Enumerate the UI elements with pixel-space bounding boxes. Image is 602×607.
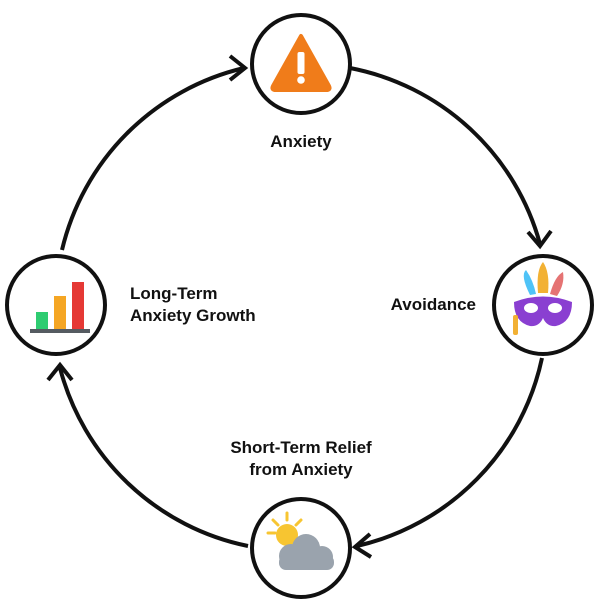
- label-growth-line-2: Anxiety Growth: [130, 306, 256, 325]
- sun-behind-cloud-icon: [266, 511, 334, 570]
- arrow-anxiety-to-avoidance: [349, 66, 542, 245]
- warning-triangle-icon: [270, 34, 332, 92]
- arrowhead-avoidance: [526, 229, 553, 250]
- label-avoidance: Avoidance: [352, 294, 476, 316]
- label-growth: Long-Term Anxiety Growth: [130, 283, 330, 327]
- arrow-growth-to-anxiety: [60, 66, 245, 251]
- arrowhead-growth: [46, 361, 74, 382]
- arrow-avoidance-to-relief: [356, 357, 544, 548]
- arrowhead-anxiety: [228, 54, 249, 82]
- label-growth-line-1: Long-Term: [130, 284, 218, 303]
- label-anxiety-line-1: Anxiety: [270, 132, 332, 151]
- bar-chart-icon: [30, 282, 90, 333]
- label-relief: Short-Term Relief from Anxiety: [191, 437, 411, 481]
- label-relief-line-1: Short-Term Relief: [230, 438, 372, 457]
- arrow-relief-to-growth: [58, 367, 249, 548]
- label-avoidance-line-1: Avoidance: [390, 295, 476, 314]
- arrowhead-relief: [351, 532, 373, 559]
- label-relief-line-2: from Anxiety: [249, 460, 353, 479]
- label-anxiety: Anxiety: [251, 131, 351, 153]
- carnival-mask-icon: [513, 262, 572, 335]
